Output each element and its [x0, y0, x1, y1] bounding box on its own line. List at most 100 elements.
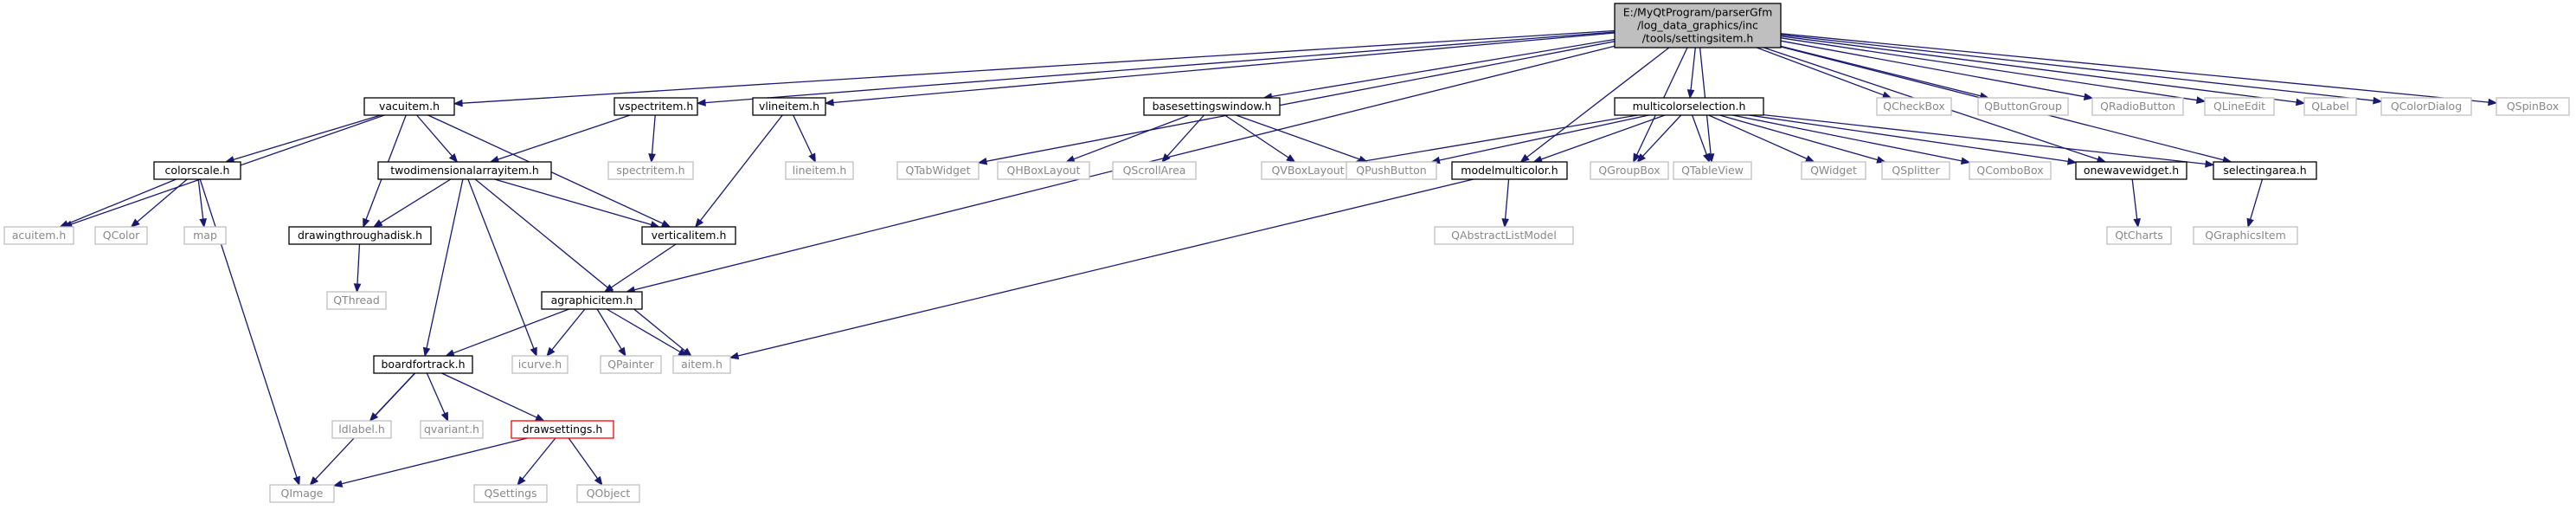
- edge-boardfortrack-to-drawsettings: [441, 372, 545, 422]
- edge-arrowhead: [372, 219, 383, 228]
- node-colorscale[interactable]: colorscale.h: [153, 161, 241, 180]
- edge-line: [441, 372, 537, 418]
- edge-arrowhead: [445, 349, 455, 357]
- edge-arrowhead: [1161, 153, 1171, 163]
- node-label: QObject: [587, 487, 631, 500]
- node-boardfortrack[interactable]: boardfortrack.h: [373, 355, 473, 374]
- edge-root-to-QSpinBox: [1780, 33, 2498, 107]
- node-box: [641, 226, 736, 245]
- node-vspectritem[interactable]: vspectritem.h: [613, 97, 698, 116]
- edge-colorscale-to-acuitem: [59, 178, 177, 228]
- edge-arrowhead: [332, 480, 344, 487]
- node-vlineitem[interactable]: vlineitem.h: [752, 97, 826, 116]
- edge-line: [1780, 45, 1982, 97]
- node-box: [2213, 161, 2317, 180]
- edge-arrowhead: [1881, 91, 1892, 99]
- edge-arrowhead: [440, 411, 449, 423]
- node-drawsettings[interactable]: drawsettings.h: [511, 420, 614, 439]
- node-label: QCheckBox: [1883, 100, 1945, 113]
- edge-root-to-vlineitem: [824, 32, 1616, 107]
- edge-vspectritem-to-twodim: [489, 114, 631, 164]
- node-ldlabel: ldlabel.h: [331, 420, 392, 439]
- edge-agraphicitem-to-QPainter: [596, 308, 626, 358]
- edge-root-to-vspectritem: [696, 31, 1616, 107]
- edge-colorscale-to-QColor: [130, 178, 188, 228]
- edge-root-to-QTabWidget: [977, 41, 1616, 165]
- node-box: [1801, 161, 1866, 180]
- node-modelmulticolor[interactable]: modelmulticolor.h: [1451, 161, 1568, 180]
- edge-selectingarea-to-QGraphicsItem: [2246, 178, 2264, 229]
- edge-arrowhead: [309, 476, 319, 486]
- edge-line: [551, 308, 586, 351]
- edge-twodim-to-aitem: [474, 178, 692, 357]
- edge-line: [986, 41, 1616, 162]
- node-label: QScrollArea: [1123, 164, 1186, 177]
- node-box: [269, 484, 335, 503]
- edge-multicolorselection-to-QTableView: [1691, 114, 1711, 164]
- edge-twodim-to-boardfortrack: [422, 178, 464, 358]
- node-box: [1451, 161, 1568, 180]
- node-box: [576, 484, 640, 503]
- edge-drawsettings-to-QImage: [332, 437, 528, 487]
- node-label: aitem.h: [681, 358, 723, 371]
- edge-multicolorselection-to-modelmulticolor: [1532, 114, 1666, 163]
- node-agraphicitem[interactable]: agraphicitem.h: [541, 291, 643, 310]
- edge-arrowhead: [1876, 156, 1886, 164]
- edges-layer: [59, 29, 2498, 487]
- node-label: QSplitter: [1892, 164, 1940, 177]
- edge-drawingthroughadisk-to-QThread: [353, 243, 362, 294]
- edge-line: [1780, 40, 2085, 98]
- node-icurve: icurve.h: [511, 355, 569, 374]
- node-QWidget: QWidget: [1801, 161, 1866, 180]
- node-onewavewidget[interactable]: onewavewidget.h: [2075, 161, 2187, 180]
- node-QRadioButton: QRadioButton: [2091, 97, 2184, 116]
- node-label: lineitem.h: [793, 164, 847, 177]
- node-box: [1346, 161, 1437, 180]
- node-qvariant: qvariant.h: [420, 420, 484, 439]
- edge-arrowhead: [977, 157, 988, 165]
- node-multicolorselection[interactable]: multicolorselection.h: [1614, 97, 1764, 116]
- node-label: QSpinBox: [2507, 100, 2559, 113]
- edge-modelmulticolor-to-aitem: [729, 178, 1474, 360]
- edge-line: [1166, 114, 1204, 157]
- edge-agraphicitem-to-icurve: [546, 308, 586, 358]
- edge-line: [426, 372, 446, 415]
- edge-line: [606, 308, 681, 353]
- edge-line: [2249, 178, 2264, 220]
- node-label: QSettings: [484, 487, 536, 500]
- node-box: [94, 226, 148, 245]
- edge-line: [1731, 114, 1963, 162]
- node-box: [600, 355, 662, 374]
- edge-arrowhead: [682, 347, 692, 357]
- edge-arrowhead: [448, 152, 459, 164]
- edge-line: [197, 178, 204, 220]
- node-root[interactable]: E:/MyQtProgram/parserGfm/log_data_graphi…: [1614, 3, 1782, 48]
- node-twodim[interactable]: twodimensionalarrayitem.h: [377, 161, 552, 180]
- node-box: [373, 355, 473, 374]
- edge-line: [1780, 33, 2489, 103]
- node-box: [785, 161, 854, 180]
- node-label: vacuitem.h: [379, 100, 440, 113]
- node-label: drawingthroughadisk.h: [298, 229, 422, 242]
- edge-line: [498, 114, 631, 160]
- edge-arrowhead: [1960, 157, 1971, 165]
- node-drawingthroughadisk[interactable]: drawingthroughadisk.h: [288, 226, 432, 245]
- node-box: [613, 97, 698, 116]
- node-selectingarea[interactable]: selectingarea.h: [2213, 161, 2317, 180]
- node-label: QColorDialog: [2391, 100, 2462, 113]
- node-vacuitem[interactable]: vacuitem.h: [363, 97, 455, 116]
- node-QPainter: QPainter: [600, 355, 662, 374]
- node-basesettingswindow[interactable]: basesettingswindow.h: [1143, 97, 1281, 116]
- edge-arrowhead: [130, 218, 140, 228]
- edge-line: [1780, 37, 2198, 101]
- node-label: QColor: [103, 229, 140, 242]
- edge-arrowhead: [2296, 98, 2306, 107]
- node-map: map: [183, 226, 227, 245]
- edge-line: [357, 243, 361, 285]
- node-QObject: QObject: [576, 484, 640, 503]
- edge-arrowhead: [422, 346, 431, 358]
- edge-line: [2131, 178, 2138, 220]
- edge-line: [467, 178, 535, 349]
- node-verticalitem[interactable]: verticalitem.h: [641, 226, 736, 245]
- edge-line: [1642, 114, 1682, 157]
